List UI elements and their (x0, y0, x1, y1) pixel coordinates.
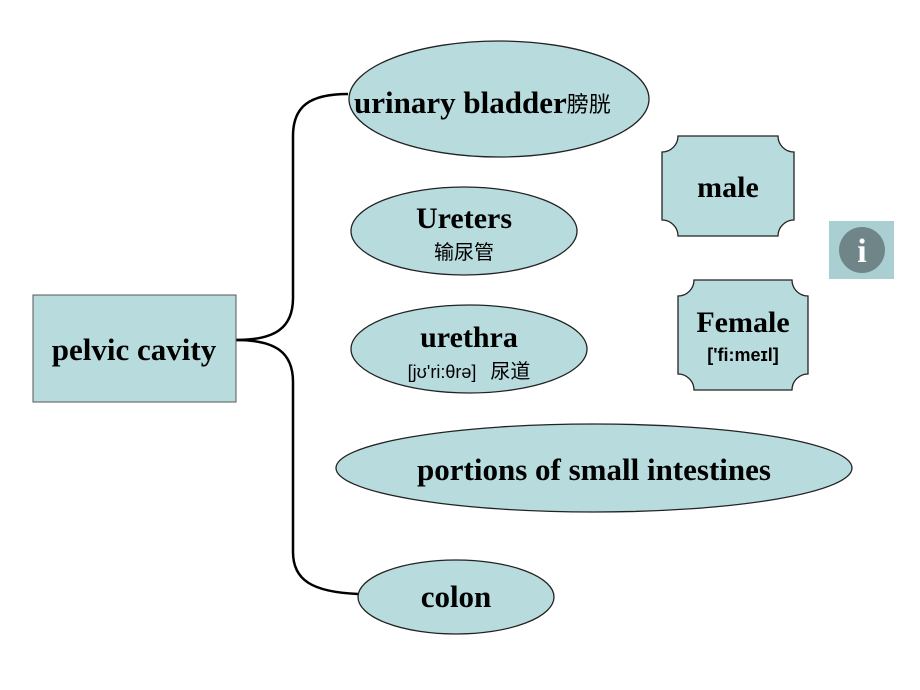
node-urethra-label: urethra (420, 321, 518, 354)
info-button[interactable]: i (829, 221, 894, 279)
root-node-pelvic-cavity[interactable]: pelvic cavity (32, 294, 237, 403)
node-female-shape (677, 279, 809, 391)
node-small-intestines[interactable]: portions of small intestines (335, 423, 853, 513)
root-node-box (32, 294, 237, 403)
node-urethra-shape (350, 304, 588, 394)
node-urethra-phonetic: [jʊ'ri:θrə] (408, 362, 477, 382)
node-ureters-label: Ureters (416, 202, 512, 235)
node-ureters-shape (350, 186, 578, 276)
info-icon: i (839, 227, 885, 273)
node-colon-shape (357, 559, 555, 635)
node-urinary-bladder-shape (348, 40, 650, 158)
node-female[interactable]: Female ['fi:meɪl] (677, 279, 809, 391)
node-female-phonetic: ['fi:meɪl] (707, 345, 779, 365)
node-urethra[interactable]: urethra [jʊ'ri:θrə] 尿道 (350, 304, 588, 394)
node-small-intestines-label: portions of small intestines (417, 452, 771, 487)
info-icon-glyph: i (857, 233, 866, 270)
node-urethra-subtext: [jʊ'ri:θrə] 尿道 (408, 360, 531, 383)
connector-to-bladder (235, 92, 349, 342)
node-male-label: male (697, 171, 759, 204)
connector-to-colon (235, 338, 359, 596)
root-node-label: pelvic cavity (52, 332, 217, 367)
node-urinary-bladder-cn: 膀胱 (567, 92, 611, 117)
node-urinary-bladder-text: urinary bladder膀胱 (354, 85, 611, 120)
node-urinary-bladder[interactable]: urinary bladder膀胱 (348, 40, 650, 158)
node-small-intestines-shape (335, 423, 853, 513)
node-ureters[interactable]: Ureters 输尿管 (350, 186, 578, 276)
node-colon[interactable]: colon (357, 559, 555, 635)
node-urinary-bladder-label: urinary bladder (354, 85, 567, 120)
node-male[interactable]: male (661, 135, 795, 237)
node-urethra-cn: 尿道 (490, 360, 530, 383)
connector-lines (235, 92, 359, 596)
node-male-shape (661, 135, 795, 237)
node-ureters-cn: 输尿管 (434, 241, 494, 264)
node-colon-label: colon (421, 579, 492, 614)
node-female-label: Female (696, 306, 789, 339)
